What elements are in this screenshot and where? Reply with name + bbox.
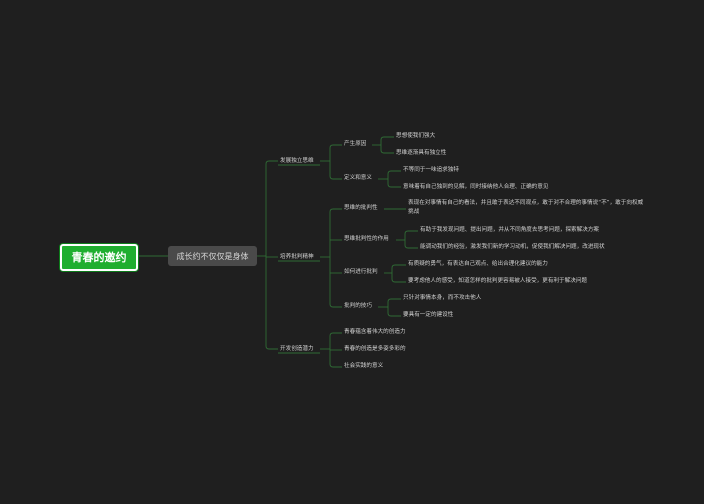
topic-creativity-variety[interactable]: 青春的创造是多姿多彩的	[344, 346, 406, 352]
branch-critical-spirit[interactable]: 培养批判精神	[280, 254, 314, 260]
branch-creative-potential[interactable]: 开发创造潜力	[280, 346, 314, 352]
topic-creativity-power[interactable]: 青春蕴含着伟大的创造力	[344, 329, 406, 335]
connector-branch	[404, 244, 418, 249]
topic-definition-meaning[interactable]: 定义和意义	[344, 175, 372, 181]
connector-branch	[404, 230, 418, 235]
connector-branch	[329, 332, 342, 337]
leaf-item[interactable]: 只针对事情本身，而不攻击他人	[403, 295, 482, 301]
topic-critique-skills[interactable]: 批判的技巧	[344, 303, 372, 309]
leaf-item[interactable]: 意味着有自己独到的见解，同时接纳他人合理、正确的意见	[403, 184, 549, 190]
topic-critical-function[interactable]: 思维批判性的作用	[344, 236, 389, 242]
connector-branch	[391, 278, 406, 283]
connector-branch	[387, 170, 401, 175]
leaf-item[interactable]: 表现在对事情有自己的看法，并且敢于表达不同观点，敢于对不合理的事情说“不”，敢于…	[408, 200, 644, 215]
connector-branch	[329, 303, 342, 308]
connector-branch	[387, 183, 401, 188]
connector-branch	[387, 312, 401, 317]
connector-branch	[329, 208, 342, 213]
level1-node[interactable]: 成长约不仅仅是身体	[168, 246, 257, 266]
topic-causes[interactable]: 产生原因	[344, 141, 367, 147]
branch-develop-independent-thinking[interactable]: 发展独立思维	[280, 158, 314, 164]
connector-branch	[329, 144, 342, 149]
connector-branch	[387, 298, 401, 303]
leaf-item[interactable]: 思想使我们强大	[396, 133, 436, 139]
leaf-item[interactable]: 要具有一定的建设性	[403, 312, 454, 318]
connector-branch	[265, 345, 278, 350]
connector-branch	[391, 264, 406, 269]
connector-branch	[329, 175, 342, 180]
topic-social-practice[interactable]: 社会实践的意义	[344, 363, 384, 369]
leaf-item[interactable]: 有质疑的勇气，有表达自己观点、给出合理化建议的能力	[408, 261, 548, 267]
topic-how-to-critique[interactable]: 如何进行批判	[344, 269, 378, 275]
leaf-item[interactable]: 不等同于一味追求独特	[403, 167, 459, 173]
root-node[interactable]: 青春的邀约	[60, 244, 138, 271]
leaf-item[interactable]: 有助于我发现问题、提出问题，并从不同角度去思考问题，探索解决方案	[420, 227, 600, 233]
leaf-item[interactable]: 能调动我们的经验，激发我们新的学习动机，促使我们解决问题，改进现状	[420, 244, 605, 250]
connector-branch	[329, 363, 342, 368]
connector-branch	[380, 136, 394, 141]
leaf-item[interactable]: 要考虑他人的感受，知道怎样的批判更容易被人接受，更有利于解决问题	[408, 278, 588, 284]
connector-branch	[380, 149, 394, 154]
leaf-item[interactable]: 思维逐渐具有独立性	[396, 150, 447, 156]
connector-branch	[265, 160, 278, 165]
topic-critical-thinking[interactable]: 思维的批判性	[344, 205, 378, 211]
